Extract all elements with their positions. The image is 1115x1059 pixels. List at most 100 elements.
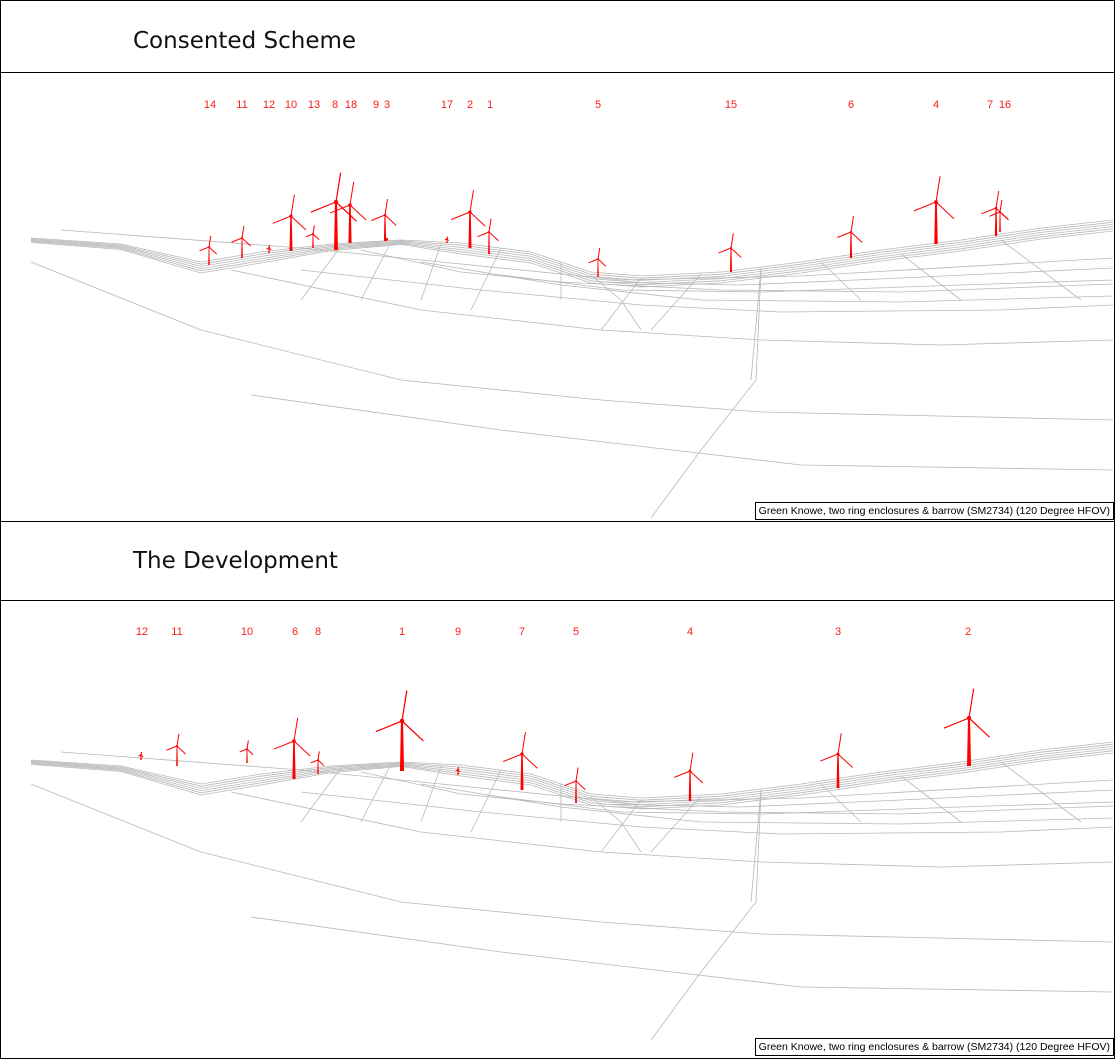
turbine-blade xyxy=(246,748,254,755)
turbine-label-1: 1 xyxy=(399,626,405,638)
turbine-blade xyxy=(935,176,941,203)
turbine-tower xyxy=(399,721,405,771)
turbine-blade xyxy=(469,211,486,227)
turbine-blade xyxy=(231,237,243,243)
turbine-tower xyxy=(383,215,387,241)
turbine-blade xyxy=(293,740,311,757)
turbine-label-4: 4 xyxy=(933,99,939,111)
turbine-blade xyxy=(488,231,499,242)
turbine-tower xyxy=(176,746,178,766)
terrain-line xyxy=(750,789,762,903)
turbine-4 xyxy=(674,752,704,801)
turbine-label-7: 7 xyxy=(519,626,525,638)
turbine-tower xyxy=(241,238,243,258)
turbine-blade xyxy=(730,247,742,258)
turbine-label-2: 2 xyxy=(965,626,971,638)
turbine-hub xyxy=(208,246,210,248)
turbine-hub xyxy=(289,214,293,218)
turbine-label-9: 9 xyxy=(373,99,379,111)
terrain-line xyxy=(360,249,1114,293)
terrain-line xyxy=(600,789,1114,808)
turbine-label-9: 9 xyxy=(455,626,461,638)
turbine-blade xyxy=(208,246,218,255)
terrain-line xyxy=(650,273,702,331)
turbine-hub xyxy=(457,769,459,771)
terrain-line xyxy=(360,771,1114,815)
terrain-line xyxy=(590,796,642,853)
turbine-label-1: 1 xyxy=(487,99,493,111)
turbine-blade xyxy=(384,214,397,226)
turbine-blade xyxy=(293,717,299,742)
turbine-hub xyxy=(729,246,733,250)
turbine-tower xyxy=(934,202,938,244)
terrain-line xyxy=(420,261,1114,303)
terrain-line xyxy=(900,775,962,823)
turbine-10 xyxy=(272,194,307,251)
turbine-blade xyxy=(166,745,178,751)
turbine-9 xyxy=(455,766,461,775)
turbine-blade xyxy=(272,215,292,224)
turbine-blade xyxy=(176,745,186,755)
turbine-blade xyxy=(273,740,295,750)
terrain-line xyxy=(900,253,962,301)
turbine-blade xyxy=(989,211,1001,217)
terrain-line xyxy=(500,274,1114,293)
turbine-label-3: 3 xyxy=(835,626,841,638)
terrain-line xyxy=(250,916,1114,993)
turbine-blade xyxy=(290,194,295,217)
turbine-hub xyxy=(994,206,998,210)
terrain-line xyxy=(30,261,1114,421)
turbine-tower xyxy=(317,760,319,774)
turbine-blade xyxy=(312,233,320,240)
turbine-blade xyxy=(999,211,1009,221)
terrain-line xyxy=(600,277,642,331)
turbine-blade xyxy=(575,767,579,782)
terrain-line xyxy=(600,267,1114,286)
turbine-blade xyxy=(329,204,351,214)
turbine-hub xyxy=(348,203,352,207)
terrain-line xyxy=(420,765,442,823)
turbine-blade xyxy=(335,201,357,222)
turbine-tower xyxy=(348,205,352,243)
terrain-line xyxy=(650,269,762,519)
turbine-blade xyxy=(521,731,526,755)
divider xyxy=(0,521,1115,522)
turbine-label-12: 12 xyxy=(263,99,275,111)
terrain-line xyxy=(470,247,502,311)
turbine-blade xyxy=(469,189,474,213)
turbine-hub xyxy=(246,748,248,750)
turbine-blade xyxy=(317,751,320,761)
terrain-line xyxy=(300,791,1114,835)
turbine-blade xyxy=(995,190,1000,209)
turbine-label-18: 18 xyxy=(345,99,357,111)
turbine-blade xyxy=(502,753,523,763)
turbine-hub xyxy=(333,199,339,205)
turbine-hub xyxy=(399,718,405,724)
turbine-hub xyxy=(292,739,296,743)
turbine-15 xyxy=(718,233,742,272)
terrain-line xyxy=(420,243,442,301)
turbine-6 xyxy=(273,717,311,779)
turbine-hub xyxy=(268,247,270,249)
turbine-blade xyxy=(477,231,490,238)
turbine-hub xyxy=(312,233,314,235)
turbine-blade xyxy=(968,688,975,719)
turbine-blade xyxy=(597,258,607,267)
turbine-8 xyxy=(310,172,357,250)
terrain-line xyxy=(30,752,1114,810)
terrain-line xyxy=(360,241,392,301)
turbine-label-13: 13 xyxy=(308,99,320,111)
turbine-blade xyxy=(401,690,408,722)
panel-title-consented: Consented Scheme xyxy=(133,28,357,54)
turbine-5 xyxy=(588,247,607,277)
turbine-hub xyxy=(317,759,319,761)
terrain-line xyxy=(650,791,762,1041)
terrain-line xyxy=(1000,239,1082,301)
turbine-group xyxy=(138,688,990,803)
turbine-hub xyxy=(446,238,448,240)
turbine-label-5: 5 xyxy=(573,626,579,638)
turbine-blade xyxy=(310,759,319,764)
turbine-hub xyxy=(488,231,490,233)
